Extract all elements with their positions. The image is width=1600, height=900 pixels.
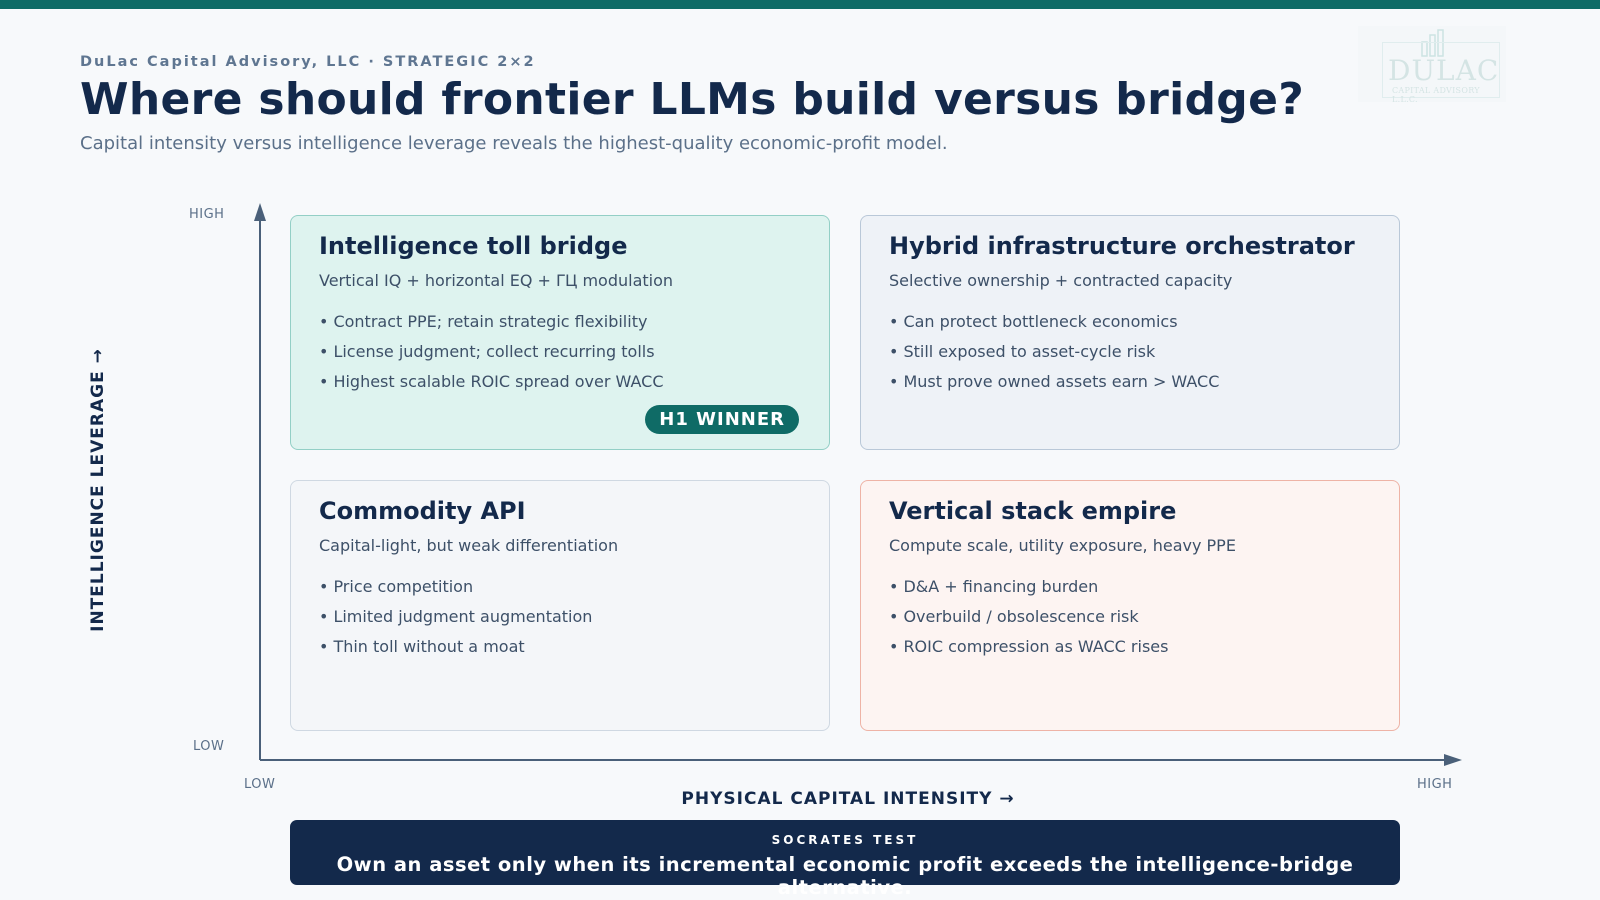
x-axis-high-label: HIGH <box>1417 777 1453 792</box>
list-item: •Still exposed to asset-cycle risk <box>889 342 1156 361</box>
list-item: •Contract PPE; retain strategic flexibil… <box>319 312 648 331</box>
quadrant-subtitle: Selective ownership + contracted capacit… <box>889 271 1233 290</box>
quadrant-title: Hybrid infrastructure orchestrator <box>889 232 1355 260</box>
list-item: •Must prove owned assets earn > WACC <box>889 372 1220 391</box>
x-axis-low-label: LOW <box>244 777 276 792</box>
quadrant-title: Vertical stack empire <box>889 497 1177 525</box>
logo-frame <box>1382 42 1500 98</box>
page-subtitle: Capital intensity versus intelligence le… <box>80 133 948 154</box>
list-item: •Thin toll without a moat <box>319 637 525 656</box>
bar-chart-icon <box>1421 29 1444 57</box>
list-item: •License judgment; collect recurring tol… <box>319 342 655 361</box>
socrates-test-banner: SOCRATES TEST Own an asset only when its… <box>290 820 1400 899</box>
list-item: •Highest scalable ROIC spread over WACC <box>319 372 664 391</box>
top-accent-bar <box>0 0 1600 9</box>
quadrant-intelligence-toll-bridge: Intelligence toll bridge Vertical IQ + h… <box>290 215 830 450</box>
logo-tagline: CAPITAL ADVISORY L.L.C. <box>1392 86 1480 104</box>
eyebrow-label: DuLac Capital Advisory, LLC · STRATEGIC … <box>80 54 536 70</box>
list-item: •D&A + financing burden <box>889 577 1099 596</box>
list-item: •Overbuild / obsolescence risk <box>889 607 1139 626</box>
x-axis-title: PHYSICAL CAPITAL INTENSITY → <box>681 789 1015 809</box>
quadrant-title: Intelligence toll bridge <box>319 232 628 260</box>
quadrant-bullets: •Price competition •Limited judgment aug… <box>319 577 801 657</box>
dulac-logo: DULAC CAPITAL ADVISORY L.L.C. <box>1358 26 1506 104</box>
list-item: •Price competition <box>319 577 474 596</box>
list-item: •ROIC compression as WACC rises <box>889 637 1169 656</box>
winner-badge: H1 WINNER <box>645 405 799 434</box>
quadrant-vertical-stack-empire: Vertical stack empire Compute scale, uti… <box>860 480 1400 731</box>
quadrant-title: Commodity API <box>319 497 526 525</box>
y-axis-arrow-icon <box>254 203 266 221</box>
banner-text: Own an asset only when its incremental e… <box>336 853 1354 899</box>
quadrant-bullets: •D&A + financing burden •Overbuild / obs… <box>889 577 1371 657</box>
y-axis-title: INTELLIGENCE LEVERAGE → <box>88 348 108 632</box>
x-axis-arrow-icon <box>1444 754 1462 766</box>
y-axis-high-label: HIGH <box>189 207 225 222</box>
logo-wordmark: DULAC <box>1388 54 1500 87</box>
y-axis-low-label: LOW <box>193 739 225 754</box>
quadrant-bullets: •Contract PPE; retain strategic flexibil… <box>319 312 801 392</box>
page-title: Where should frontier LLMs build versus … <box>80 74 1305 125</box>
quadrant-bullets: •Can protect bottleneck economics •Still… <box>889 312 1371 392</box>
quadrant-subtitle: Compute scale, utility exposure, heavy P… <box>889 536 1236 555</box>
quadrant-commodity-api: Commodity API Capital-light, but weak di… <box>290 480 830 731</box>
banner-label: SOCRATES TEST <box>771 833 919 847</box>
quadrant-subtitle: Vertical IQ + horizontal EQ + ΓЦ modulat… <box>319 271 674 290</box>
list-item: •Can protect bottleneck economics <box>889 312 1178 331</box>
quadrant-subtitle: Capital-light, but weak differentiation <box>319 536 619 555</box>
list-item: •Limited judgment augmentation <box>319 607 593 626</box>
quadrant-hybrid-orchestrator: Hybrid infrastructure orchestrator Selec… <box>860 215 1400 450</box>
